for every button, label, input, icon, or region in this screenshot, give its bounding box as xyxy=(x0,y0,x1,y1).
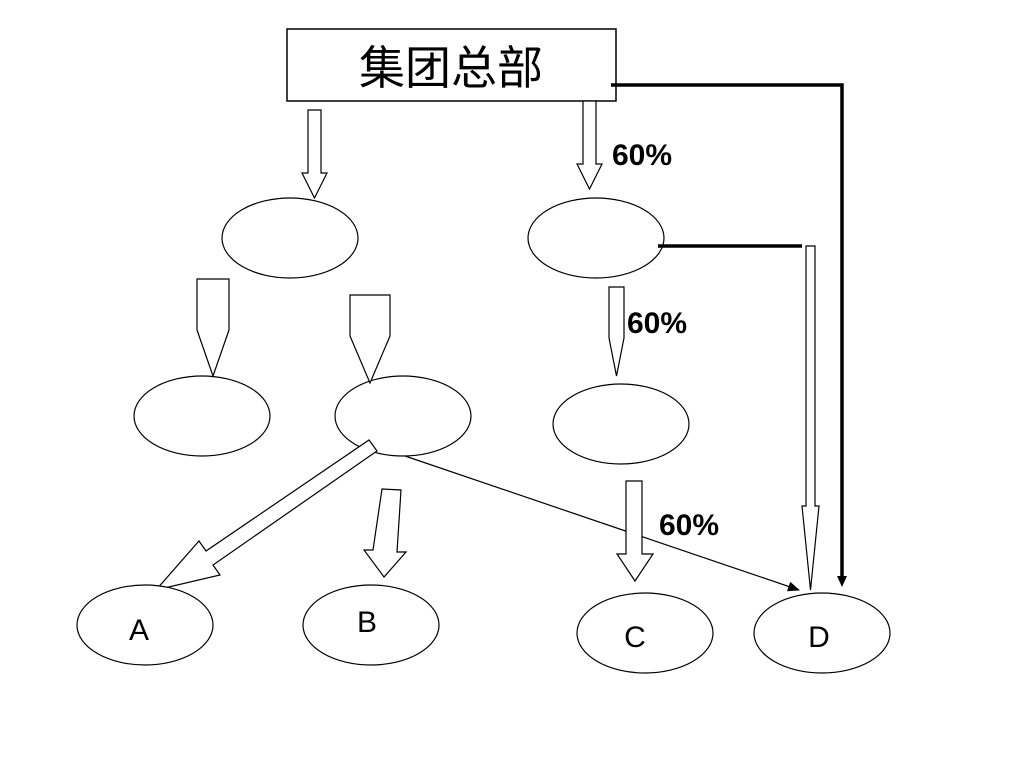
block-arrow-l1-to-l2-2 xyxy=(349,294,391,385)
block-arrow-root-left xyxy=(301,109,328,200)
root-to-d-line xyxy=(611,83,844,578)
block-arrow-l1-to-l2-3 xyxy=(608,286,625,377)
root-to-d-arrowhead xyxy=(837,576,847,587)
block-arrow-to-c xyxy=(615,480,655,583)
block-arrow-l1-to-l2-1 xyxy=(196,278,230,378)
thin-arrow-to-d xyxy=(404,455,800,592)
leaf-label-c: C xyxy=(624,621,646,654)
leaf-node-b: B xyxy=(302,584,440,666)
subsidiary-right xyxy=(527,197,665,279)
percentage-label-1: 60% xyxy=(612,139,672,172)
subsidiary-left xyxy=(221,197,359,279)
percentage-label-3: 60% xyxy=(659,509,719,542)
block-arrow-to-d xyxy=(801,245,820,591)
block-arrow-to-a xyxy=(154,439,378,592)
percentage-label-2: 60% xyxy=(627,307,687,340)
leaf-node-d: D xyxy=(753,592,891,674)
root-label: 集团总部 xyxy=(359,41,543,95)
subsidiary-level2-1 xyxy=(133,375,271,457)
leaf-label-a: A xyxy=(129,614,149,647)
block-arrow-to-b xyxy=(362,488,408,578)
block-arrow-root-right xyxy=(576,100,603,191)
subsidiary-level2-3 xyxy=(552,383,690,465)
leaf-node-a: A xyxy=(76,584,214,666)
leaf-node-c: C xyxy=(576,592,714,674)
leaf-label-d: D xyxy=(808,621,830,654)
subsidiary-level2-2 xyxy=(334,375,472,457)
root-node: 集团总部 xyxy=(286,28,617,102)
leaf-label-b: B xyxy=(357,606,377,639)
